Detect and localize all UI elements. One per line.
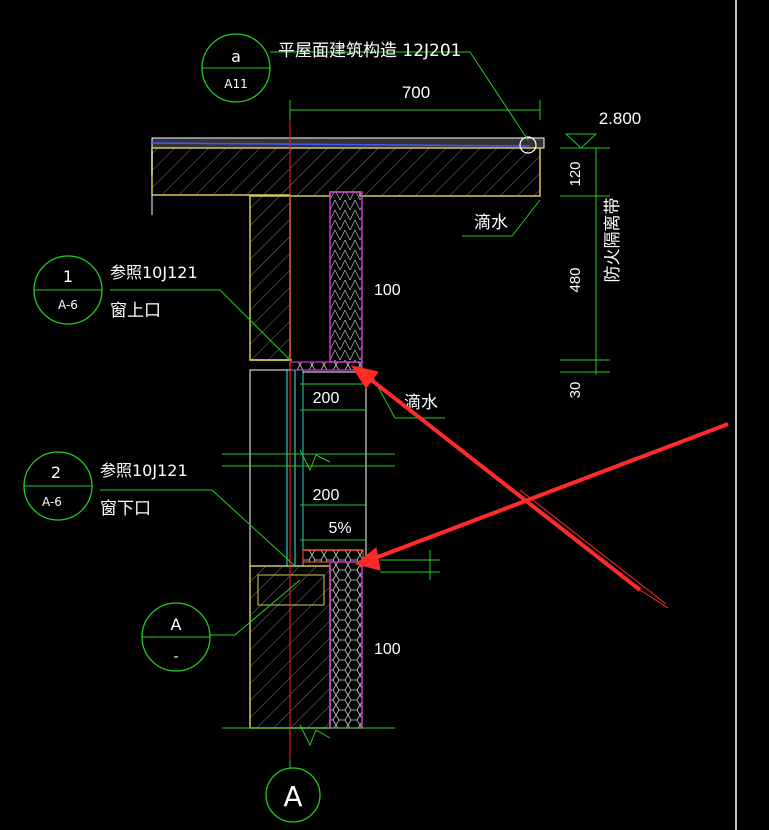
ref1-see: 参照10J121	[110, 263, 198, 282]
section-circle[interactable]: A -	[141, 602, 211, 672]
axis-label: A	[283, 780, 302, 813]
axis-bubble[interactable]: A	[265, 767, 321, 823]
dim-elevation: 2.800	[599, 109, 642, 128]
dim-sill-w2: 200	[313, 487, 340, 504]
ref-circle-top[interactable]: a A11	[201, 33, 271, 103]
dim-sill-w1: 200	[313, 390, 340, 407]
section-num: A	[171, 615, 182, 634]
drip-mid-label: 滴水	[404, 393, 438, 413]
section-sheet: -	[173, 649, 178, 665]
dim-insul-bottom: 100	[374, 641, 401, 658]
dim-gap: 30	[567, 382, 584, 399]
dimension-lines	[289, 100, 610, 580]
dim-slab: 120	[567, 161, 584, 186]
ref1-num: 1	[63, 267, 73, 286]
dim-slope: 5%	[328, 520, 351, 537]
dim-insul-top: 100	[374, 282, 401, 299]
ref-top-sheet: A11	[224, 77, 247, 91]
roof-slab	[151, 136, 545, 363]
lower-wall	[222, 549, 395, 747]
ref-circle-1[interactable]: 1 A-6	[33, 255, 103, 325]
dim-beam: 480	[567, 267, 584, 292]
ref-circle-2[interactable]: 2 A-6	[23, 451, 93, 521]
dim-overhang: 700	[402, 83, 430, 102]
ref1-sheet: A-6	[58, 298, 78, 312]
ref2-num: 2	[51, 463, 61, 482]
fire-band-label: 防火隔离带	[603, 198, 623, 283]
ref2-name: 窗下口	[100, 499, 151, 519]
ref2-sheet: A-6	[42, 495, 62, 509]
window-head	[250, 359, 363, 371]
ref1-name: 窗上口	[110, 301, 161, 321]
drip-top-label: 滴水	[474, 213, 508, 233]
annotation-arrows	[350, 365, 729, 609]
break-lines	[222, 449, 395, 472]
ref-top-num: a	[231, 47, 241, 66]
ref-top-note: 平屋面建筑构造 12J201	[278, 41, 462, 61]
ref2-see: 参照10J121	[100, 461, 188, 480]
